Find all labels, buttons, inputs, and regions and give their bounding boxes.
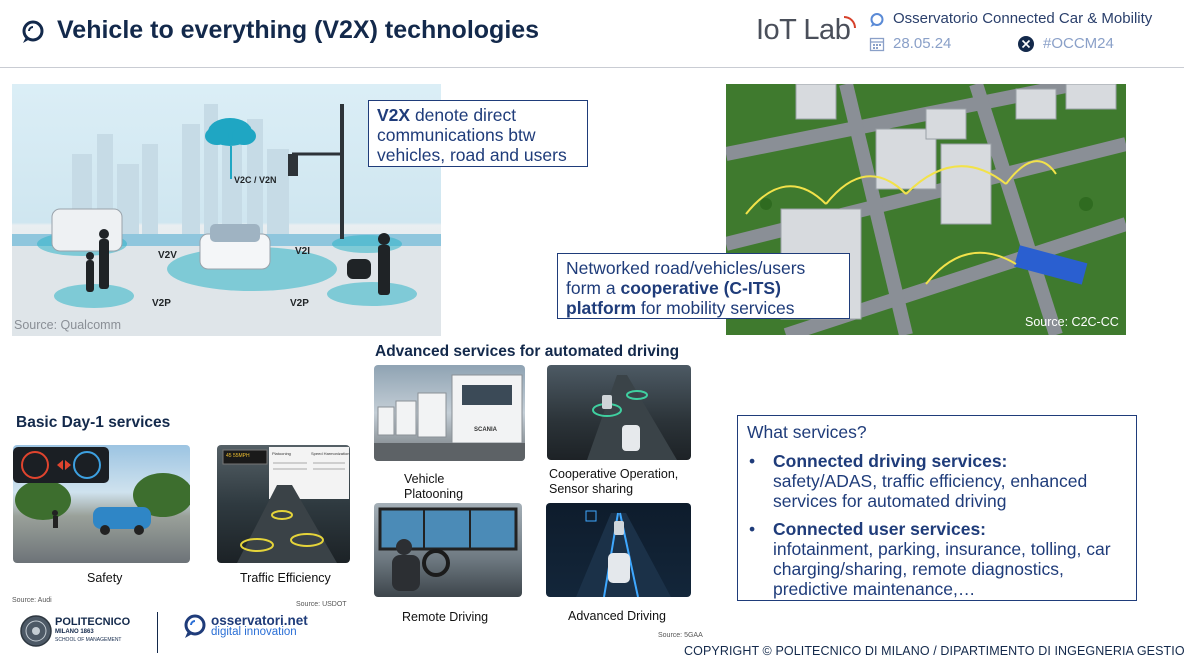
v2x-text-2: communications btw (377, 125, 536, 145)
remote-driving-label: Remote Driving (402, 610, 489, 624)
truck-brand: SCANIA (474, 427, 498, 433)
what-services-box: What services? • Connected driving servi… (737, 415, 1137, 601)
v2x-definition-callout: V2X denote direct communications btw veh… (368, 100, 588, 167)
advanced-driving-tile (546, 503, 691, 597)
safety-tile (13, 445, 190, 563)
calendar-icon (869, 37, 885, 52)
vehicle-platooning-label: Vehicle Platooning (404, 472, 464, 501)
basic-services-title: Basic Day-1 services (16, 414, 171, 431)
search-bubble-icon (22, 20, 44, 43)
cooperative-operation-tile (547, 365, 691, 460)
safety-label: Safety (87, 571, 123, 585)
services-question: What services? (747, 422, 867, 442)
polimi-name: POLITECNICO (55, 616, 131, 628)
iotlab-logo: IoT Lab (756, 14, 857, 47)
traffic-efficiency-tile: 45 55MPH Platooning Speed Harmonization (217, 445, 350, 563)
user-services-text: infotainment, parking, insurance, tollin… (773, 539, 1111, 599)
header-divider (0, 67, 1184, 68)
v2i-label: V2I (295, 246, 311, 257)
event-date: 28.05.24 (893, 35, 952, 52)
osservatori-logo-icon (184, 614, 206, 638)
cits-line-2-prefix: form a (566, 278, 621, 298)
advanced-driving-label: Advanced Driving (568, 609, 666, 623)
bullet-icon: • (749, 519, 756, 539)
cits-line-3-suffix: for mobility services (636, 298, 795, 318)
observatory-name: Osservatorio Connected Car & Mobility (893, 10, 1153, 27)
source-audi: Source: Audi (12, 597, 52, 604)
v2p-left-label: V2P (152, 298, 171, 309)
cits-term: cooperative (C-ITS) (620, 278, 781, 298)
polimi-seal-icon (20, 615, 52, 647)
v2v-label: V2V (158, 250, 177, 261)
page-title: Vehicle to everything (V2X) technologies (57, 16, 540, 44)
v2p-right-label: V2P (290, 298, 309, 309)
polimi-sub: MILANO 1863 (55, 629, 94, 635)
cits-callout: Networked road/vehicles/users form a coo… (557, 253, 850, 319)
copyright-notice: COPYRIGHT © POLITECNICO DI MILANO / DIPA… (684, 644, 1184, 658)
advanced-services-title: Advanced services for automated driving (375, 343, 680, 360)
observatory-icon (870, 13, 884, 27)
services-item-user: • Connected user services: infotainment,… (747, 519, 1127, 599)
osservatori-tagline: digital innovation (211, 626, 297, 638)
cooperative-operation-label: Cooperative Operation, Sensor sharing (549, 467, 679, 496)
vehicle-platooning-tile: SCANIA (374, 365, 525, 461)
source-usdot: Source: USDOT (296, 601, 347, 608)
source-5gaa: Source: 5GAA (658, 632, 703, 639)
image-source-c2c: Source: C2C-CC (1025, 315, 1119, 329)
cits-line-1: Networked road/vehicles/users (566, 258, 806, 278)
footer-logo-divider (157, 612, 158, 653)
driving-services-text: safety/ADAS, traffic efficiency, enhance… (773, 471, 1088, 511)
v2c-label: V2C / V2N (234, 175, 277, 185)
image-source-qualcomm: Source: Qualcomm (14, 318, 121, 332)
event-hashtag: #OCCM24 (1043, 35, 1114, 52)
platooning-heading: Platooning (272, 451, 291, 456)
v2x-term: V2X (377, 105, 411, 125)
driving-services-heading: Connected driving services: (773, 451, 1008, 471)
v2x-text-1: denote direct (410, 105, 517, 125)
speed-harmonization-heading: Speed Harmonization (311, 451, 350, 456)
bullet-icon: • (749, 451, 756, 471)
remote-driving-tile (374, 503, 522, 597)
cits-platform: platform (566, 298, 636, 318)
user-services-heading: Connected user services: (773, 519, 987, 539)
osservatori-name: osservatori.net (211, 613, 308, 628)
services-item-driving: • Connected driving services: safety/ADA… (747, 451, 1127, 511)
polimi-school: SCHOOL OF MANAGEMENT (55, 637, 122, 643)
x-logo-icon (1018, 36, 1034, 52)
speed-sign-text: 45 55MPH (226, 453, 250, 459)
v2x-text-3: vehicles, road and users (377, 145, 567, 165)
traffic-efficiency-label: Traffic Efficiency (240, 571, 331, 585)
